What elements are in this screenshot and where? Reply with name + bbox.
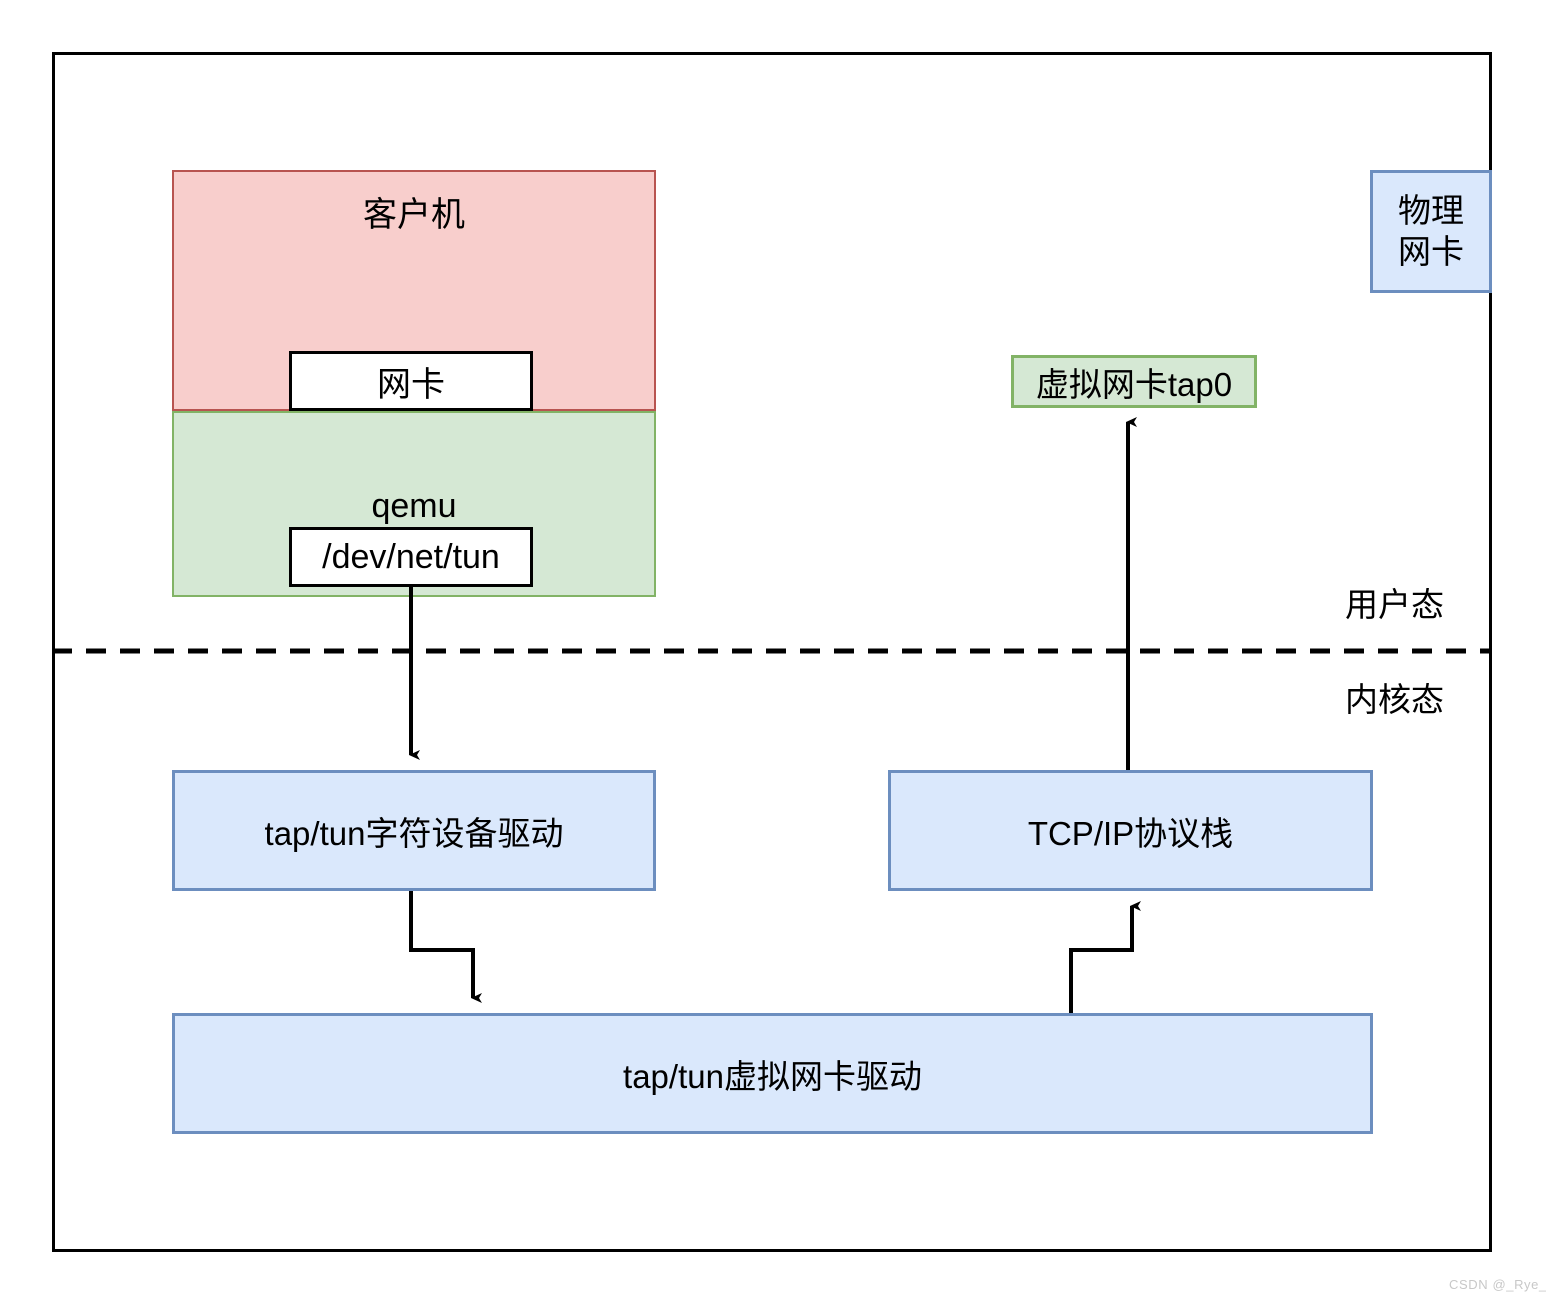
virtual-nic-tap0-box[interactable]: 虚拟网卡tap0 [1011, 355, 1257, 408]
tap-tun-virtual-nic-driver-box[interactable]: tap/tun虚拟网卡驱动 [172, 1013, 1373, 1134]
tap-tun-char-device-driver-label: tap/tun字符设备驱动 [264, 814, 564, 852]
dev-net-tun-box[interactable]: /dev/net/tun [289, 527, 533, 587]
watermark: CSDN @_Rye_ [1449, 1277, 1546, 1292]
tap-tun-char-device-driver-box[interactable]: tap/tun字符设备驱动 [172, 770, 656, 891]
guest-machine-label: 客户机 [363, 196, 465, 234]
user-mode-label: 用户态 [1345, 586, 1444, 623]
tcp-ip-stack-box[interactable]: TCP/IP协议栈 [888, 770, 1373, 891]
physical-nic-box[interactable]: 物理 网卡 [1370, 170, 1492, 293]
dev-net-tun-label: /dev/net/tun [322, 537, 500, 576]
tap-tun-virtual-nic-driver-label: tap/tun虚拟网卡驱动 [623, 1057, 922, 1095]
physical-nic-label-line1: 物理 [1398, 192, 1464, 230]
guest-nic-label: 网卡 [377, 365, 445, 404]
tcp-ip-stack-label: TCP/IP协议栈 [1027, 814, 1234, 852]
guest-nic-box[interactable]: 网卡 [289, 351, 533, 411]
qemu-label: qemu [371, 487, 457, 525]
virtual-nic-tap0-label: 虚拟网卡tap0 [1035, 365, 1233, 403]
physical-nic-label-line2: 网卡 [1398, 232, 1464, 270]
kernel-mode-label: 内核态 [1345, 681, 1444, 718]
